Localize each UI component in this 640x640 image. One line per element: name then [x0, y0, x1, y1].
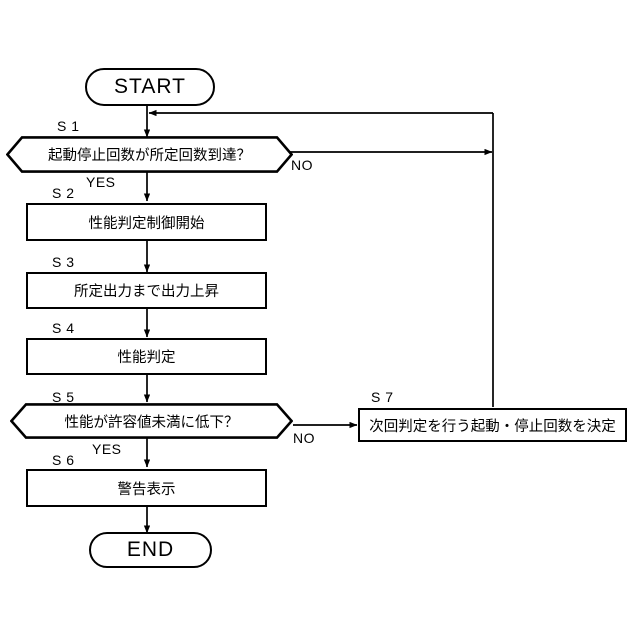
- step-label-s5: S 5: [52, 389, 75, 405]
- node-s1[interactable]: 起動停止回数が所定回数到達？: [6, 136, 293, 173]
- step-label-s6: S 6: [52, 452, 75, 468]
- node-start[interactable]: START: [85, 68, 215, 106]
- node-s5-label: 性能が許容値未満に低下？: [64, 414, 239, 431]
- node-s2[interactable]: 性能判定制御開始: [26, 203, 267, 241]
- node-s7[interactable]: 次回判定を行う起動・停止回数を決定: [358, 408, 627, 442]
- branch-label-s5-yes: YES: [92, 441, 122, 457]
- branch-label-s5-no: NO: [293, 430, 315, 446]
- step-label-s3: S 3: [52, 254, 75, 270]
- node-s2-label: 性能判定制御開始: [88, 215, 205, 232]
- step-label-s7: S 7: [371, 389, 394, 405]
- node-start-label: START: [114, 75, 186, 98]
- node-s7-label: 次回判定を行う起動・停止回数を決定: [369, 418, 616, 435]
- step-label-s2: S 2: [52, 185, 75, 201]
- node-s4[interactable]: 性能判定: [26, 338, 267, 375]
- step-label-s4: S 4: [52, 320, 75, 336]
- step-label-s1: S 1: [57, 118, 80, 134]
- branch-label-s1-no: NO: [291, 157, 313, 173]
- node-s5[interactable]: 性能が許容値未満に低下？: [10, 403, 293, 439]
- node-s6-label: 警告表示: [117, 481, 176, 498]
- node-end-label: END: [126, 538, 175, 561]
- branch-label-s1-yes: YES: [86, 174, 116, 190]
- node-s1-label: 起動停止回数が所定回数到達？: [48, 148, 251, 164]
- node-s4-label: 性能判定: [117, 350, 176, 366]
- node-s6[interactable]: 警告表示: [26, 469, 267, 507]
- node-s3[interactable]: 所定出力まで出力上昇: [26, 272, 267, 309]
- node-s3-label: 所定出力まで出力上昇: [74, 284, 219, 300]
- node-s1-outline: [6, 136, 293, 173]
- node-end[interactable]: END: [89, 532, 212, 568]
- node-s5-outline: [10, 403, 293, 439]
